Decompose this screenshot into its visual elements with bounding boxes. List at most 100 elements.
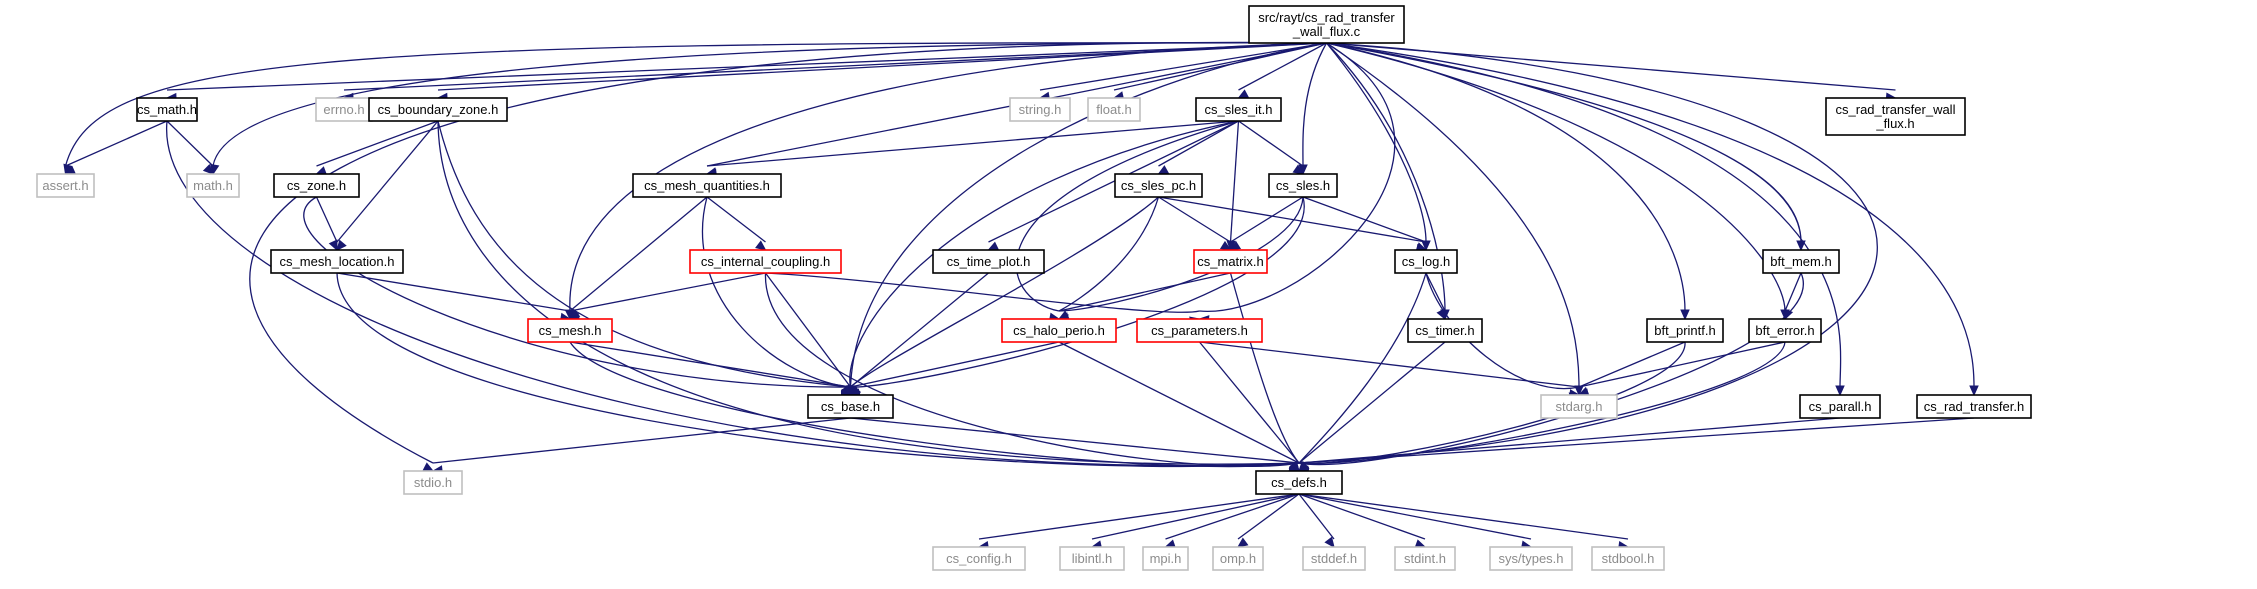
edge-cs_base-to-stdio [432, 417, 851, 464]
node-box-omp [1212, 546, 1264, 571]
edge-cs_sles_pc-to-cs_log [1158, 196, 1427, 243]
node-label-omp: omp.h [1220, 551, 1256, 566]
node-cs-mesh[interactable]: cs_mesh.h [527, 318, 613, 343]
edge-cs_sles_it-to-cs_halo_perio [1015, 120, 1239, 312]
arrowhead-root-to-cs_parall [1835, 385, 1845, 397]
edge-root-to-cs_rad_transfer [1326, 42, 1975, 388]
node-box-cs-boundary-zone [368, 97, 508, 122]
edge-cs_time_plot-to-cs_base [850, 272, 989, 388]
node-label-cs-log: cs_log.h [1402, 254, 1450, 269]
node-cs-halo-perio[interactable]: cs_halo_perio.h [1001, 318, 1117, 343]
node-cs-mesh-location[interactable]: cs_mesh_location.h [270, 249, 404, 274]
node-box-cs-rad-transfer [1916, 394, 2032, 419]
node-cs-base[interactable]: cs_base.h [807, 394, 894, 419]
node-label-bft-error: bft_error.h [1755, 323, 1814, 338]
edge-cs_rad_transfer-to-cs_defs [1298, 417, 1975, 464]
node-box-cs-parall [1799, 394, 1881, 419]
node-box-bft-printf [1646, 318, 1724, 343]
node-cs-mesh-quantities[interactable]: cs_mesh_quantities.h [632, 173, 782, 198]
node-cs-rad-wall[interactable]: cs_rad_transfer_wall_flux.h [1825, 97, 1966, 136]
edge-cs_defs-to-stddef [1298, 493, 1335, 540]
node-label-errno: errno.h [323, 102, 364, 117]
node-bft-printf[interactable]: bft_printf.h [1646, 318, 1724, 343]
node-box-cs-halo-perio [1001, 318, 1117, 343]
edge-cs_parameters-to-stdarg [1199, 341, 1580, 388]
node-label-cs-parameters: cs_parameters.h [1151, 323, 1248, 338]
node-cs-log[interactable]: cs_log.h [1394, 249, 1458, 274]
edge-cs_sles_pc-to-cs_base [850, 196, 1159, 388]
edge-cs_math-to-math [166, 120, 214, 167]
edge-cs_halo_perio-to-cs_base [850, 341, 1060, 388]
node-cs-internal-coupling[interactable]: cs_internal_coupling.h [689, 249, 842, 274]
node-box-float [1087, 97, 1141, 122]
node-box-stdbool [1591, 546, 1665, 571]
node-stdint: stdint.h [1394, 546, 1456, 571]
edge-root-to-stdio [249, 41, 1327, 464]
edge-cs_internal_coupling-to-cs_defs [764, 272, 1300, 467]
node-label-stdint: stdint.h [1404, 551, 1446, 566]
arrowhead-root-to-bft_printf [1680, 309, 1690, 321]
edge-root-to-cs_parall [1326, 42, 1842, 388]
node-label-cs-config: cs_config.h [946, 551, 1012, 566]
edge-cs_defs-to-stdbool [1298, 493, 1629, 540]
edge-cs_sles_it-to-cs_matrix [1229, 120, 1240, 243]
node-libintl: libintl.h [1059, 546, 1125, 571]
edge-cs_mesh_location-to-cs_mesh [336, 272, 571, 312]
node-cs-zone[interactable]: cs_zone.h [273, 173, 360, 198]
node-label-cs-rad-wall-line2: _flux.h [1875, 116, 1914, 131]
node-label-root-line1: src/rayt/cs_rad_transfer [1258, 10, 1395, 25]
node-root[interactable]: src/rayt/cs_rad_transfer_wall_flux.c [1248, 5, 1405, 44]
node-cs-parall[interactable]: cs_parall.h [1799, 394, 1881, 419]
edge-cs_mesh-to-cs_base [569, 341, 851, 388]
edge-root-to-stdarg [1326, 42, 1580, 388]
edge-cs_timer-to-cs_defs [1298, 341, 1446, 464]
edge-bft_mem-to-bft_error [1784, 272, 1802, 312]
node-cs-boundary-zone[interactable]: cs_boundary_zone.h [368, 97, 508, 122]
node-cs-sles-it[interactable]: cs_sles_it.h [1195, 97, 1282, 122]
node-cs-matrix[interactable]: cs_matrix.h [1193, 249, 1268, 274]
node-label-cs-defs: cs_defs.h [1271, 475, 1327, 490]
edge-cs_sles-to-cs_matrix [1230, 196, 1304, 243]
edge-cs_log-to-stdarg [1425, 272, 1580, 390]
node-box-stddef [1302, 546, 1366, 571]
node-box-cs-sles [1268, 173, 1338, 198]
node-label-cs-halo-perio: cs_halo_perio.h [1013, 323, 1105, 338]
node-cs-timer[interactable]: cs_timer.h [1407, 318, 1483, 343]
node-cs-time-plot[interactable]: cs_time_plot.h [932, 249, 1045, 274]
edge-cs_mesh_quantities-to-cs_mesh [569, 196, 708, 312]
node-cs-parameters[interactable]: cs_parameters.h [1136, 318, 1263, 343]
node-cs-math[interactable]: cs_math.h [136, 97, 198, 122]
node-label-cs-sles-pc: cs_sles_pc.h [1121, 178, 1196, 193]
edge-cs_defs-to-mpi [1165, 493, 1300, 540]
node-box-cs-log [1394, 249, 1458, 274]
node-cs-sles[interactable]: cs_sles.h [1268, 173, 1338, 198]
node-box-cs-defs [1255, 470, 1343, 495]
edge-cs_sles_it-to-cs_sles_pc [1158, 120, 1239, 167]
edge-root-to-assert [64, 42, 1327, 167]
node-cs-sles-pc[interactable]: cs_sles_pc.h [1114, 173, 1203, 198]
node-bft-error[interactable]: bft_error.h [1748, 318, 1822, 343]
node-label-bft-mem: bft_mem.h [1770, 254, 1831, 269]
node-box-assert [36, 173, 95, 198]
node-float: float.h [1087, 97, 1141, 122]
edge-root-to-bft_error [1326, 42, 1786, 312]
edge-root-to-cs_mesh [569, 42, 1327, 312]
node-label-cs-matrix: cs_matrix.h [1197, 254, 1263, 269]
edge-cs_sles_pc-to-cs_halo_perio [1058, 196, 1160, 312]
node-label-cs-math: cs_math.h [137, 102, 197, 117]
node-systypes: sys/types.h [1489, 546, 1573, 571]
node-bft-mem[interactable]: bft_mem.h [1762, 249, 1840, 274]
node-box-cs-sles-it [1195, 97, 1282, 122]
arrowhead-root-to-cs_sles [1298, 164, 1308, 176]
node-stdio: stdio.h [403, 470, 463, 495]
arrowhead-cs_zone-to-cs_mesh_location [328, 239, 338, 252]
node-cs-rad-transfer[interactable]: cs_rad_transfer.h [1916, 394, 2032, 419]
node-string: string.h [1009, 97, 1071, 122]
node-box-bft-error [1748, 318, 1822, 343]
edge-cs_math-to-assert [65, 120, 168, 167]
node-cs-defs[interactable]: cs_defs.h [1255, 470, 1343, 495]
edge-cs_matrix-to-cs_defs [1229, 272, 1300, 464]
edge-cs_halo_perio-to-cs_defs [1058, 341, 1300, 464]
node-box-cs-mesh-location [270, 249, 404, 274]
graph-nodes: src/rayt/cs_rad_transfer_wall_flux.c cs_m… [36, 5, 2032, 571]
